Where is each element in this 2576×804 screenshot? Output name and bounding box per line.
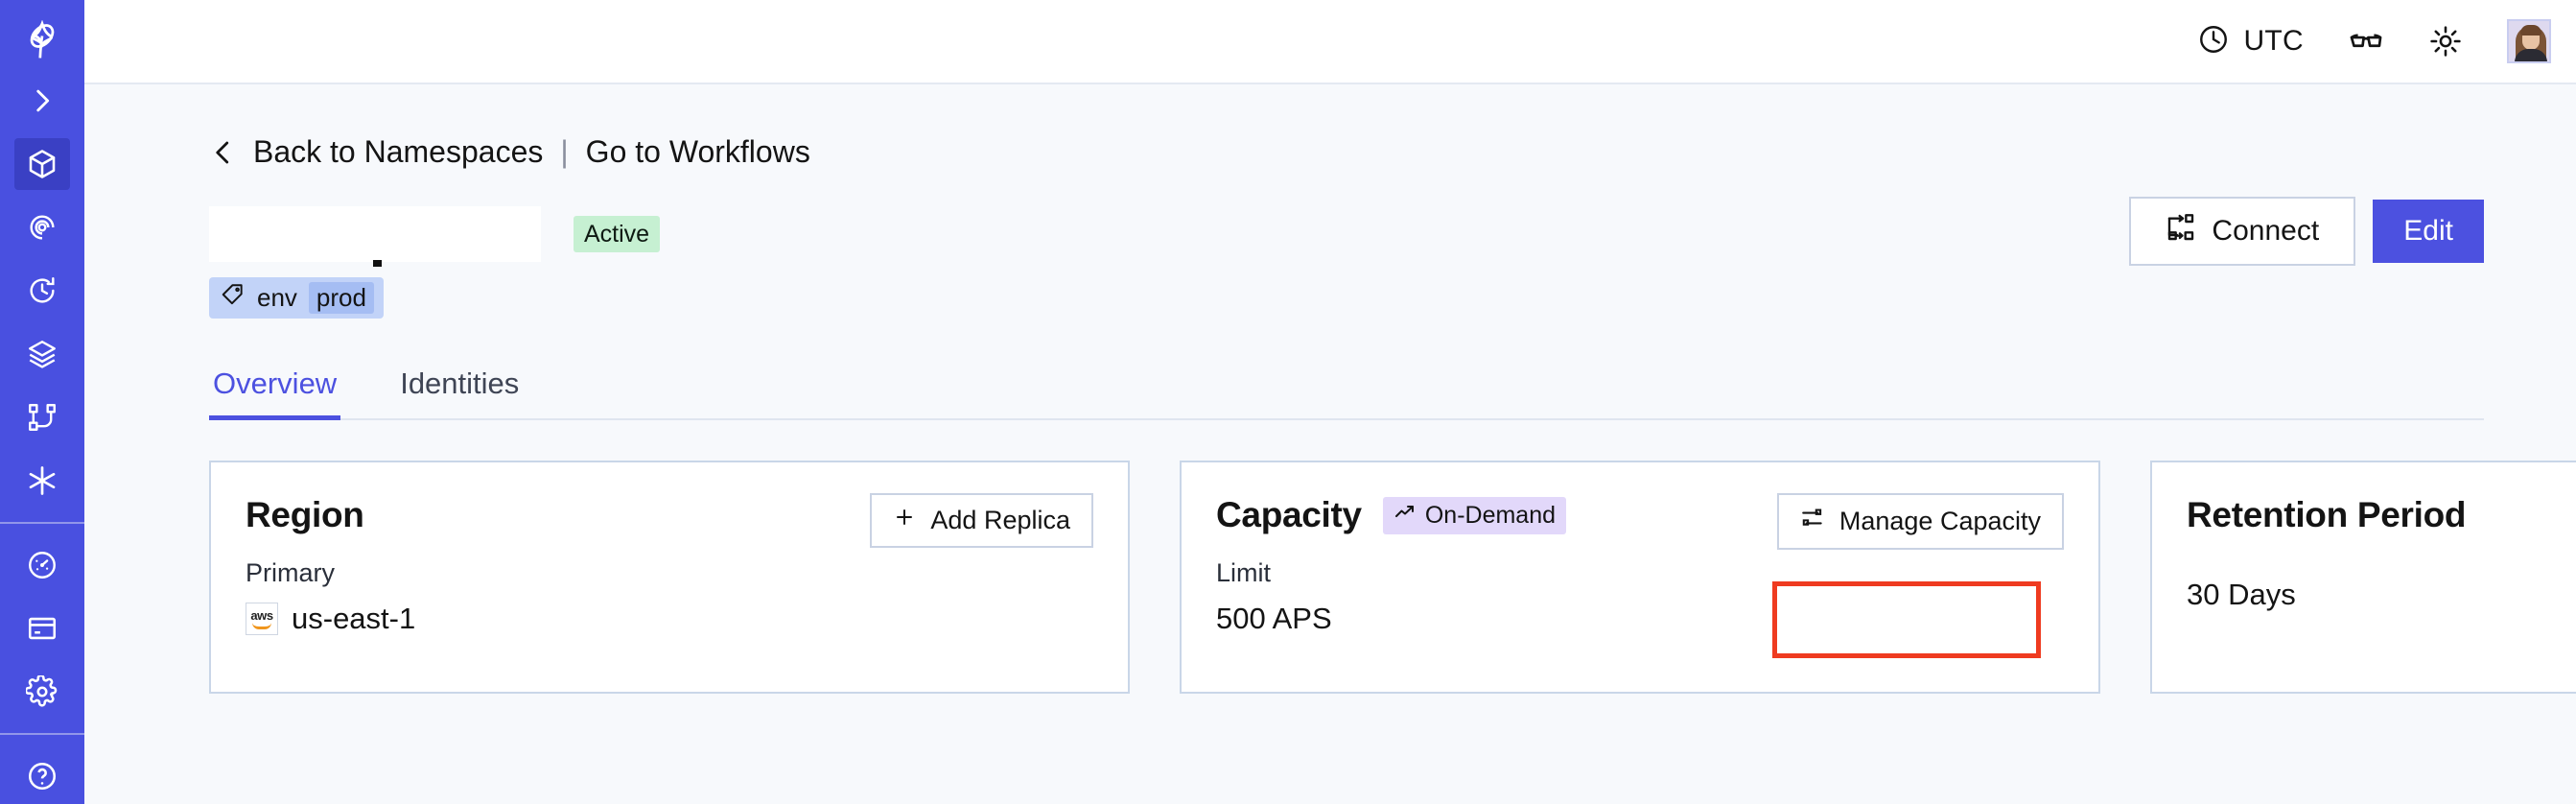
top-bar-actions: UTC xyxy=(2197,19,2551,63)
namespace-title-row: Active xyxy=(209,197,2484,267)
sidebar-item-billing[interactable] xyxy=(14,603,70,654)
retention-card: Retention Period 30 Days xyxy=(2150,461,2576,694)
region-card-title: Region xyxy=(246,495,364,534)
tag-key: env xyxy=(257,283,297,312)
sun-icon[interactable] xyxy=(2428,24,2463,59)
sidebar-item-workflows[interactable] xyxy=(14,391,70,443)
main-content: Back to Namespaces | Go to Workflows Act… xyxy=(84,84,2576,804)
capacity-sublabel: Limit xyxy=(1216,558,1272,587)
sidebar-item-layers[interactable] xyxy=(14,328,70,380)
sidebar-item-integrations[interactable] xyxy=(14,455,70,507)
timezone-label: UTC xyxy=(2243,25,2304,57)
sidebar-item-help[interactable] xyxy=(14,750,70,802)
trend-up-icon xyxy=(1393,501,1417,531)
capacity-mode-badge: On-Demand xyxy=(1382,496,1567,534)
glasses-icon[interactable] xyxy=(2348,23,2384,59)
retention-value: 30 Days xyxy=(2187,578,2296,611)
capacity-card: Capacity On-Demand xyxy=(1180,461,2100,694)
aws-logo-text: aws xyxy=(250,607,273,623)
add-replica-label: Add Replica xyxy=(930,506,1070,534)
chevron-left-icon[interactable] xyxy=(209,138,238,167)
temporal-logo-icon[interactable] xyxy=(0,13,84,69)
breadcrumb-workflows-link[interactable]: Go to Workflows xyxy=(585,134,810,169)
connect-button[interactable]: Connect xyxy=(2129,197,2356,266)
connect-icon xyxy=(2166,212,2196,250)
region-value: us-east-1 xyxy=(292,602,416,635)
tag-row: env prod xyxy=(209,277,2484,319)
top-bar: UTC xyxy=(84,0,2576,84)
manage-capacity-label: Manage Capacity xyxy=(1838,507,2041,535)
aws-logo-icon: aws xyxy=(246,603,278,635)
sidebar-item-usage[interactable] xyxy=(14,539,70,591)
manage-capacity-button[interactable]: Manage Capacity xyxy=(1776,493,2064,550)
capacity-card-title: Capacity xyxy=(1216,495,1362,534)
retention-card-head: Retention Period xyxy=(2187,495,2555,535)
timezone-selector[interactable]: UTC xyxy=(2197,23,2304,60)
breadcrumb-back-link[interactable]: Back to Namespaces xyxy=(253,134,544,169)
region-card: Region Add Replica Primary aws xyxy=(209,461,1130,694)
namespace-tag[interactable]: env prod xyxy=(209,277,384,319)
region-sublabel: Primary xyxy=(246,558,335,587)
page-title xyxy=(209,206,541,267)
edit-button-label: Edit xyxy=(2403,215,2453,247)
tab-overview[interactable]: Overview xyxy=(209,359,341,420)
sidebar-item-history[interactable] xyxy=(14,265,70,317)
plus-icon xyxy=(893,506,916,535)
sidebar-item-expand[interactable] xyxy=(14,75,70,127)
breadcrumb-separator: | xyxy=(560,134,569,169)
region-card-head: Region xyxy=(246,495,1093,535)
retention-card-title: Retention Period xyxy=(2187,495,2467,534)
edit-button[interactable]: Edit xyxy=(2373,200,2484,263)
clock-icon xyxy=(2197,23,2230,60)
header-actions: Connect Edit xyxy=(2129,197,2484,266)
capacity-value: 500 APS xyxy=(1216,602,1332,635)
avatar[interactable] xyxy=(2507,19,2551,63)
overview-cards: Region Add Replica Primary aws xyxy=(209,461,2576,694)
connect-button-label: Connect xyxy=(2212,215,2320,247)
page-pane: UTC xyxy=(84,0,2576,804)
sidebar-item-observability[interactable] xyxy=(14,201,70,253)
sidebar-divider-1 xyxy=(0,522,84,524)
tab-identities[interactable]: Identities xyxy=(400,367,520,400)
region-value-row: aws us-east-1 xyxy=(246,602,1093,636)
capacity-card-head: Capacity On-Demand xyxy=(1216,495,2064,535)
aws-logo-smile xyxy=(252,623,271,629)
status-badge: Active xyxy=(574,215,661,253)
tag-icon xyxy=(221,282,246,314)
tab-bar: Overview Identities xyxy=(209,359,2484,420)
sliders-icon xyxy=(1800,506,1825,537)
sidebar-divider-2 xyxy=(0,733,84,735)
tag-value: prod xyxy=(308,282,374,314)
breadcrumb: Back to Namespaces | Go to Workflows xyxy=(209,134,2484,170)
main-sidebar xyxy=(0,0,84,804)
capacity-mode-label: On-Demand xyxy=(1424,501,1557,529)
sidebar-item-namespaces[interactable] xyxy=(14,137,70,190)
add-replica-button[interactable]: Add Replica xyxy=(870,493,1093,548)
sidebar-item-settings[interactable] xyxy=(14,666,70,718)
